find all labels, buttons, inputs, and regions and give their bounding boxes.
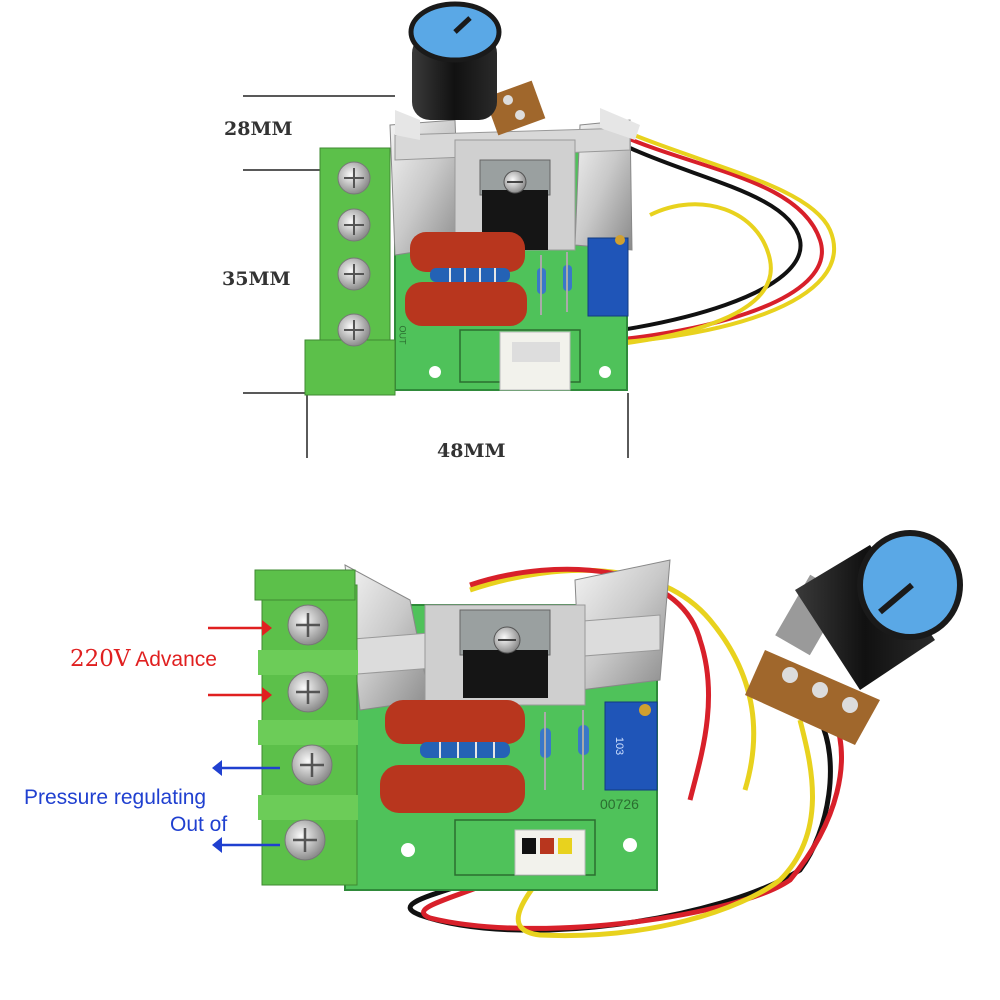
dimension-lines <box>243 95 629 458</box>
wire-harness-bottom <box>407 566 844 939</box>
input-voltage-word: Advance <box>135 648 217 671</box>
input-arrows <box>208 620 272 703</box>
pcb-serial-mark: 00726 <box>600 796 639 812</box>
capacitor-top-2 <box>405 282 527 326</box>
trimmer-potentiometer-top <box>587 237 629 317</box>
dimension-width: 48MM <box>437 440 506 462</box>
knob-top <box>408 1 502 120</box>
triac-bottom <box>459 609 551 698</box>
knob-bottom <box>795 530 963 690</box>
dimension-height-top: 28MM <box>224 118 293 140</box>
heat-sink-top <box>389 108 640 256</box>
input-voltage-label: 220V Advance <box>70 646 217 672</box>
potentiometer-top <box>484 80 546 136</box>
bottom-module <box>208 530 963 939</box>
output-label-line1: Pressure regulating <box>24 786 207 809</box>
terminal-block-bottom <box>254 569 358 886</box>
input-voltage-value: 220V <box>70 646 131 672</box>
capacitor-bottom-2 <box>380 765 525 813</box>
pcb-out-mark: OUT <box>397 325 408 345</box>
top-module <box>243 1 837 458</box>
output-arrows <box>212 760 280 853</box>
capacitor-bottom-1 <box>385 700 525 744</box>
trimmer-code-mark: 103 <box>613 736 626 756</box>
wire-harness-top <box>531 123 837 352</box>
trimmer-potentiometer-bottom <box>604 701 658 791</box>
terminal-block-top <box>304 147 396 396</box>
output-label-line2: Out of <box>170 813 228 836</box>
capacitor-top-1 <box>410 232 525 272</box>
dimension-height-board: 35MM <box>222 268 291 290</box>
